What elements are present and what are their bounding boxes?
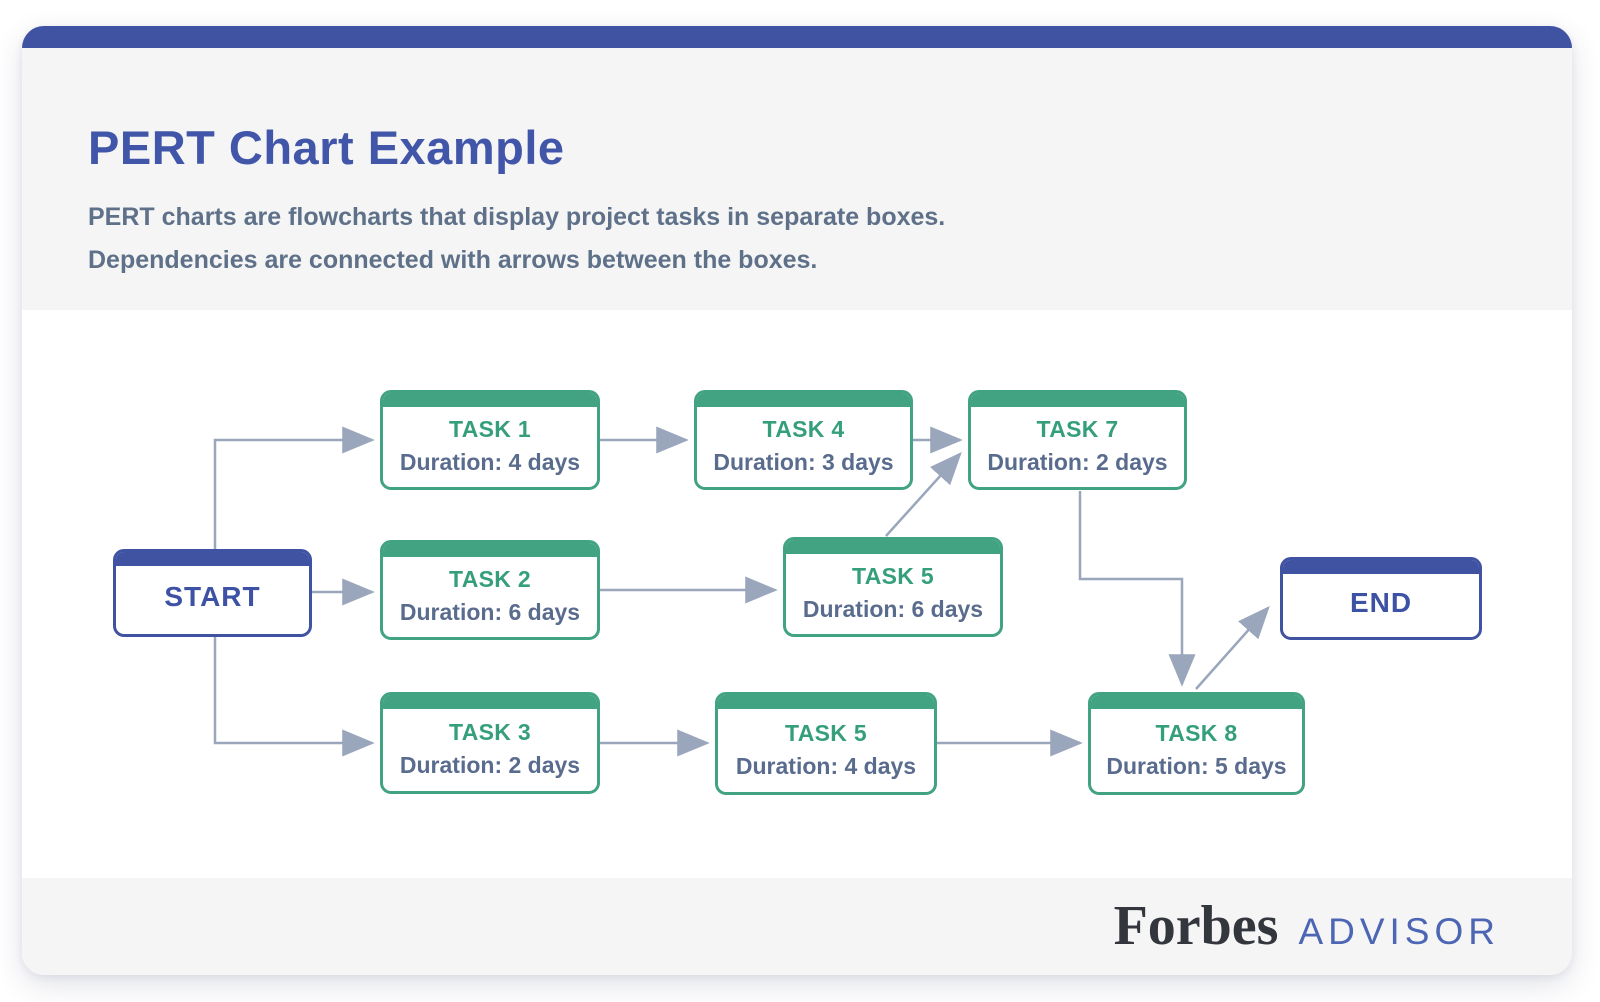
infographic-card: PERT Chart Example PERT charts are flowc… [22,26,1572,975]
edge-start-task3 [213,637,375,757]
node-task3: TASK 3 Duration: 2 days [380,692,600,794]
node-task8-bar [1091,695,1302,709]
edge-start-task1 [213,426,375,549]
node-task2: TASK 2 Duration: 6 days [380,540,600,640]
advisor-label: ADVISOR [1298,911,1500,952]
node-task4-bar [697,393,910,407]
node-task8: TASK 8 Duration: 5 days [1088,692,1305,795]
node-task3-duration: Duration: 2 days [399,752,581,778]
node-task4: TASK 4 Duration: 3 days [694,390,913,490]
node-task7-duration: Duration: 2 days [987,449,1168,475]
node-end-bar [1283,560,1479,574]
node-task8-label: TASK 8 [1155,719,1238,746]
subtitle-line-1: PERT charts are flowcharts that display … [88,203,946,231]
node-task5b-duration: Duration: 4 days [735,752,917,779]
node-task4-duration: Duration: 3 days [713,449,894,475]
node-task4-label: TASK 4 [762,416,845,442]
page-title: PERT Chart Example [88,121,565,174]
node-task5b: TASK 5 Duration: 4 days [715,692,937,795]
node-task1-bar [383,393,597,407]
node-task2-bar [383,543,597,557]
header-band: PERT Chart Example PERT charts are flowc… [22,48,1572,310]
edge-task8-end [1195,605,1270,690]
node-task5-label: TASK 5 [852,563,934,589]
card-accent-bar [22,26,1572,48]
node-task2-label: TASK 2 [449,566,531,592]
forbes-logo: Forbes [1113,895,1279,957]
page-subtitle: PERT charts are flowcharts that display … [88,196,945,282]
node-task1-label: TASK 1 [449,416,531,442]
node-start-bar [116,552,309,566]
node-task7-label: TASK 7 [1036,416,1119,442]
node-start: START [113,549,312,637]
node-task3-bar [383,695,597,709]
node-task8-duration: Duration: 5 days [1106,752,1287,779]
node-task3-label: TASK 3 [449,719,531,745]
subtitle-line-2: Dependencies are connected with arrows b… [88,246,818,274]
node-task7-bar [971,393,1184,407]
footer-band: Forbes ADVISOR [22,878,1572,975]
node-task1-duration: Duration: 4 days [399,449,581,475]
node-task5-bar [786,540,1000,554]
node-task5-duration: Duration: 6 days [802,596,984,622]
edge-task7-task8 [1078,491,1196,687]
node-end: END [1280,557,1482,640]
node-end-label: END [1349,586,1413,618]
node-task7: TASK 7 Duration: 2 days [968,390,1187,490]
node-task2-duration: Duration: 6 days [399,599,581,625]
node-task5b-label: TASK 5 [785,719,867,746]
node-start-label: START [164,581,261,612]
node-task5b-bar [718,695,934,709]
node-task1: TASK 1 Duration: 4 days [380,390,600,490]
node-task5: TASK 5 Duration: 6 days [783,537,1003,637]
